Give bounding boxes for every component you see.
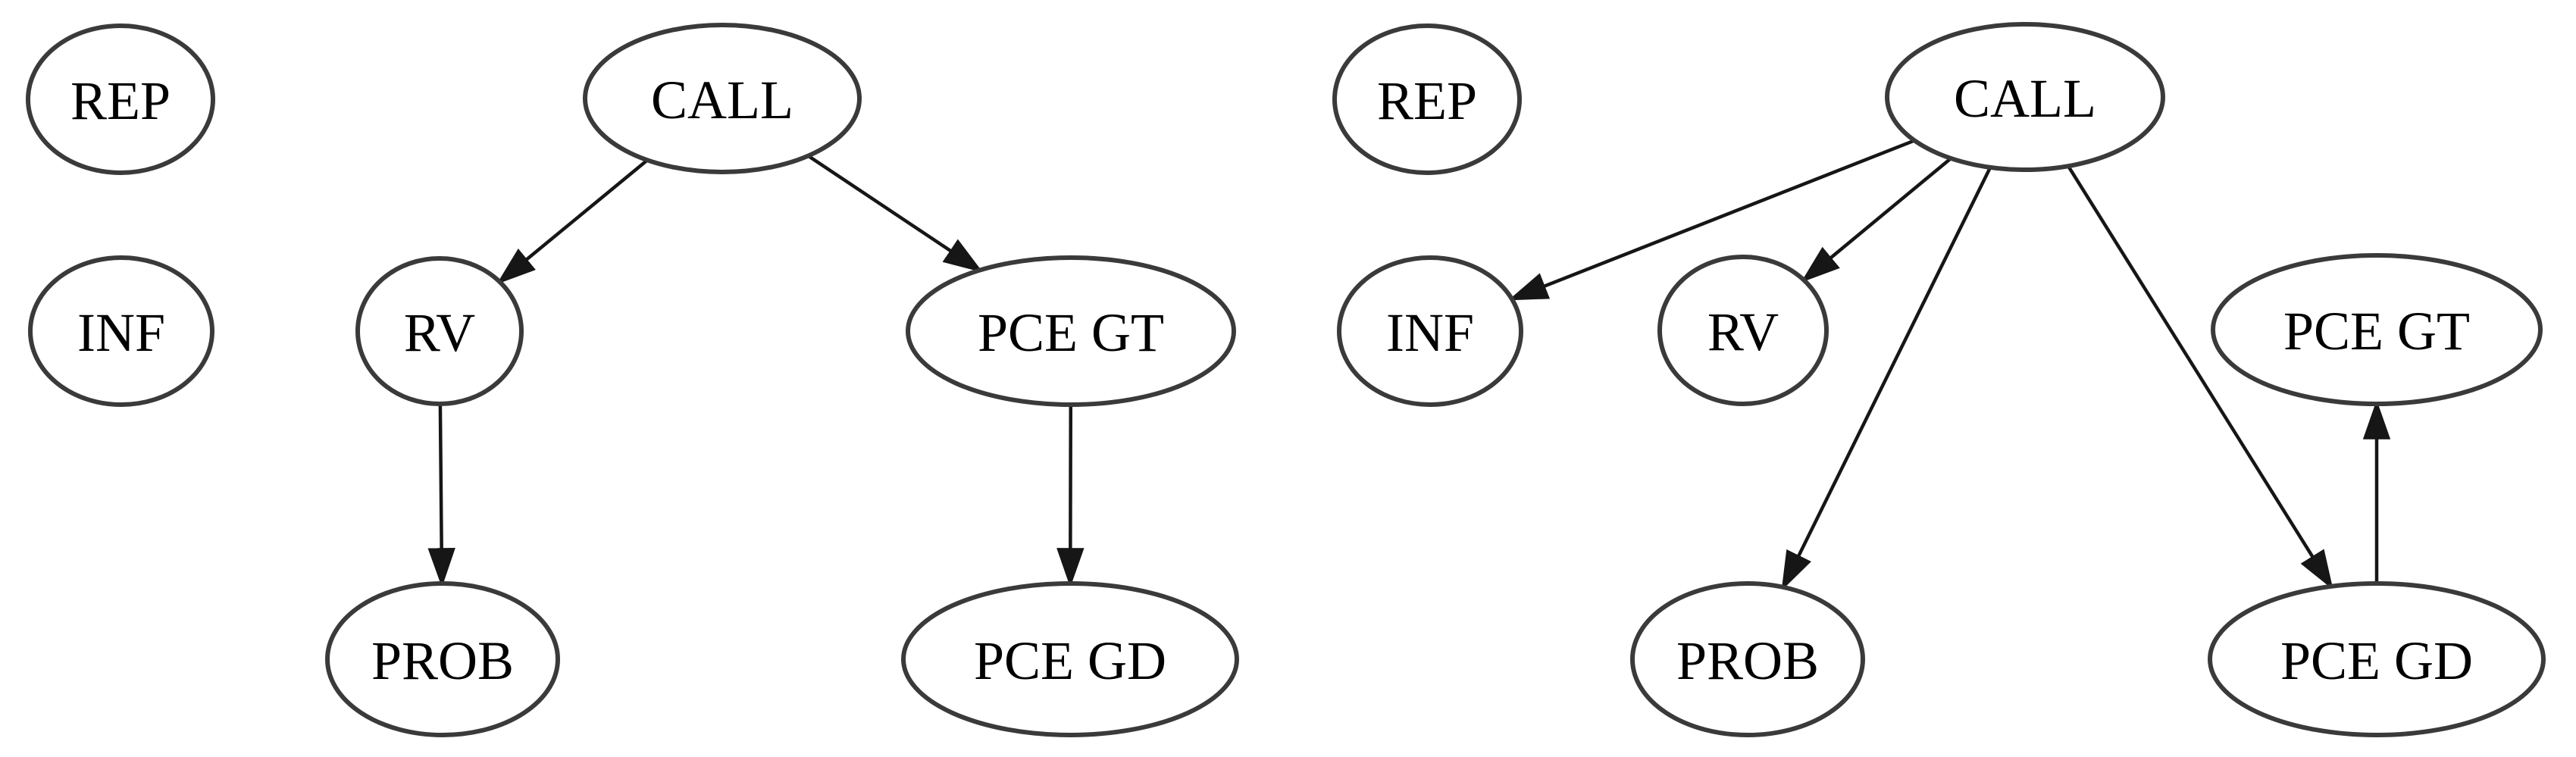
right-graph-edges	[1508, 139, 2391, 591]
node-label: PROB	[1676, 630, 1819, 691]
node-right-graph-prob: PROB	[1630, 581, 1865, 737]
node-right-graph-rep: REP	[1332, 23, 1522, 175]
node-ellipse	[583, 23, 862, 174]
node-ellipse	[1332, 23, 1522, 175]
node-left-graph-pcegt: PCE GT	[906, 255, 1236, 407]
node-label: PCE GD	[974, 630, 1166, 691]
edge-right-graph-call-to-inf	[1508, 139, 1915, 301]
left-graph-edges	[427, 154, 1085, 588]
node-ellipse	[901, 581, 1239, 737]
node-right-graph-pcegd: PCE GD	[2208, 581, 2546, 737]
node-label: INF	[77, 302, 165, 363]
node-label: RV	[404, 302, 475, 363]
node-left-graph-pcegd: PCE GD	[901, 581, 1239, 737]
edge-left-graph-call-to-rv	[496, 158, 649, 285]
node-label: RV	[1707, 302, 1779, 362]
edges-layer	[427, 139, 2391, 591]
node-ellipse	[26, 23, 215, 175]
node-right-graph-inf: INF	[1337, 255, 1523, 407]
node-label: PCE GT	[978, 302, 1164, 363]
node-left-graph-rv: RV	[355, 256, 524, 406]
node-right-graph-call: CALL	[1885, 22, 2165, 172]
node-left-graph-prob: PROB	[325, 581, 560, 737]
node-label: CALL	[1954, 68, 2096, 129]
edge-left-graph-rv-to-prob	[427, 403, 455, 588]
node-label: PCE GD	[2280, 630, 2473, 691]
edge-left-graph-pcegt-to-pcegd	[1056, 404, 1085, 588]
edge-right-graph-call-to-prob	[1781, 166, 1992, 591]
node-ellipse	[2211, 253, 2543, 406]
edge-right-graph-call-to-rv	[1801, 157, 1952, 283]
node-ellipse	[1885, 22, 2165, 172]
node-left-graph-inf: INF	[28, 255, 214, 407]
node-right-graph-pcegt: PCE GT	[2211, 253, 2543, 406]
nodes-layer: REP INF CALL RV PCE GT PROB PCE GD REP CALL INF RV…	[26, 22, 2546, 737]
node-ellipse	[2208, 581, 2546, 737]
node-ellipse	[355, 256, 524, 406]
node-left-graph-call: CALL	[583, 23, 862, 174]
right-graph-nodes: REP CALL INF RV PCE GT PROB PCE GD	[1332, 22, 2546, 737]
node-ellipse	[906, 255, 1236, 407]
node-label: REP	[70, 70, 171, 131]
node-right-graph-rv: RV	[1657, 255, 1829, 406]
node-ellipse	[325, 581, 560, 737]
node-ellipse	[1657, 255, 1829, 406]
node-ellipse	[1337, 255, 1523, 407]
edge-right-graph-call-to-pcegd	[2067, 164, 2333, 590]
node-ellipse	[28, 255, 214, 407]
left-graph-nodes: REP INF CALL RV PCE GT PROB PCE GD	[26, 23, 1239, 737]
node-left-graph-rep: REP	[26, 23, 215, 175]
node-label: PROB	[371, 630, 514, 691]
edge-left-graph-call-to-pcegt	[807, 154, 983, 273]
node-label: PCE GT	[2283, 301, 2470, 361]
node-label: CALL	[651, 70, 793, 130]
node-ellipse	[1630, 581, 1865, 737]
node-label: INF	[1386, 302, 1474, 363]
node-label: REP	[1377, 70, 1477, 131]
